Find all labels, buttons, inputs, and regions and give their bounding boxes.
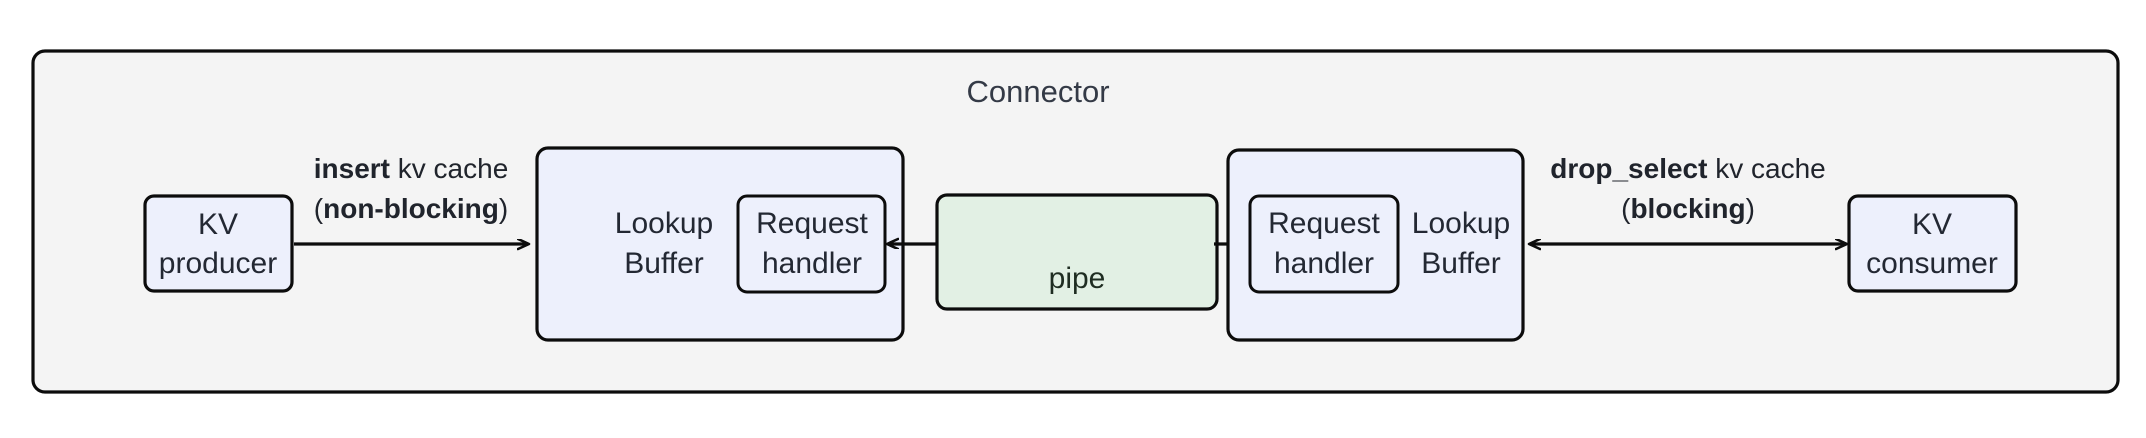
right-request-handler-label-line1: Request	[1268, 207, 1380, 240]
pipe-label: pipe	[1049, 262, 1106, 295]
edge-drop-select-label-line1: drop_select kv cache	[1550, 153, 1825, 184]
edge-insert-bold: insert	[314, 153, 390, 184]
node-kv-producer: KV producer	[143, 194, 294, 293]
kv-producer-label-line2: producer	[159, 247, 277, 280]
edge-insert: insert kv cache (non-blocking)	[294, 153, 528, 244]
edge-insert-label-line2: (non-blocking)	[314, 193, 508, 224]
node-right-lookup-buffer: Lookup Buffer Request handler	[1226, 148, 1525, 342]
left-request-handler-label-line1: Request	[756, 207, 868, 240]
right-request-handler-label-line2: handler	[1274, 247, 1374, 280]
edge-insert-paren-open: (	[314, 193, 324, 224]
left-lookup-buffer-label-line1: Lookup	[615, 207, 713, 240]
kv-consumer-label-line2: consumer	[1866, 247, 1998, 280]
edge-drop-select-rest: kv cache	[1707, 153, 1825, 184]
edge-drop-select-bold: drop_select	[1550, 153, 1707, 184]
right-request-handler-box	[1248, 194, 1400, 294]
edge-drop-select: drop_select kv cache (blocking)	[1530, 153, 1846, 244]
edge-drop-select-paren-close: )	[1746, 193, 1755, 224]
edge-drop-select-bold2: blocking	[1630, 193, 1745, 224]
kv-consumer-box	[1847, 194, 2018, 293]
node-pipe: pipe	[935, 193, 1219, 311]
kv-producer-box	[143, 194, 294, 293]
left-request-handler-label-line2: handler	[762, 247, 862, 280]
edge-insert-paren-close: )	[499, 193, 508, 224]
edge-insert-rest: kv cache	[390, 153, 508, 184]
kv-consumer-label-line1: KV	[1912, 208, 1952, 241]
node-kv-consumer: KV consumer	[1847, 194, 2018, 293]
edge-drop-select-paren-open: (	[1621, 193, 1631, 224]
left-lookup-buffer-label-line2: Buffer	[624, 247, 704, 280]
edge-insert-bold2: non-blocking	[323, 193, 499, 224]
connector-title: Connector	[966, 74, 1109, 109]
node-left-lookup-buffer: Lookup Buffer Request handler	[535, 146, 905, 342]
right-lookup-buffer-label-line1: Lookup	[1412, 207, 1510, 240]
right-lookup-buffer-label-line2: Buffer	[1421, 247, 1501, 280]
left-request-handler-box	[736, 194, 887, 294]
edge-drop-select-label-line2: (blocking)	[1621, 193, 1755, 224]
kv-producer-label-line1: KV	[198, 208, 238, 241]
edge-insert-label-line1: insert kv cache	[314, 153, 509, 184]
pipe-box	[935, 193, 1219, 311]
